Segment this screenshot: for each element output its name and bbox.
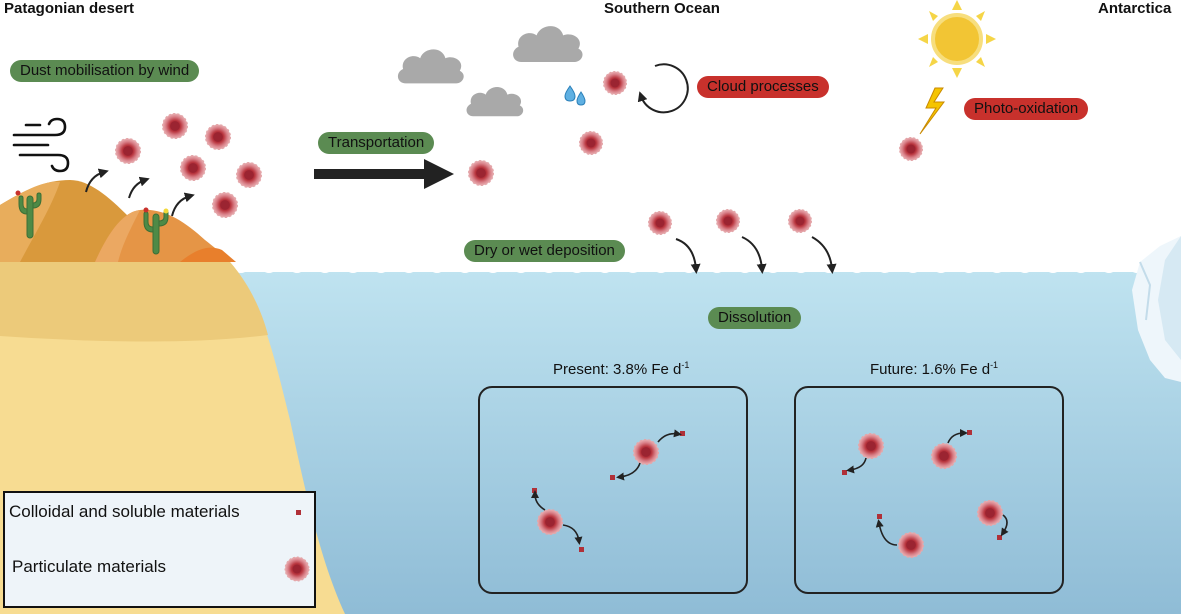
region-antarctica: Antarctica: [1098, 0, 1172, 17]
region-southern-ocean: Southern Ocean: [604, 0, 720, 17]
cycle-arrow-icon: [637, 63, 689, 114]
future-panel-title: Future: 1.6% Fe d-1: [870, 360, 998, 378]
arrow-icon: [657, 429, 682, 443]
legend-particulate-icon: [284, 556, 310, 582]
present-panel-title: Present: 3.8% Fe d-1: [553, 360, 689, 378]
future-panel-contents: [842, 429, 1009, 558]
soluble-particle-icon: [680, 431, 685, 436]
legend-particulate-label: Particulate materials: [12, 557, 167, 576]
arrow-icon: [85, 168, 195, 217]
future-panel: [794, 386, 1064, 594]
process-dust-mobilisation: Dust mobilisation by wind: [10, 60, 200, 82]
legend: [3, 491, 316, 608]
soluble-particle-icon: [877, 514, 882, 519]
desert-land-shade: [0, 258, 268, 342]
soluble-particle-icon: [967, 430, 972, 435]
cactus-icon: [15, 190, 42, 239]
arrow-icon: [531, 490, 546, 511]
cactus-icon: [143, 207, 169, 255]
future-panel-unit-exponent: -1: [990, 360, 999, 370]
arrow-icon: [562, 524, 583, 545]
future-panel-label: Future: 1.6% Fe d: [870, 361, 991, 378]
soluble-particle-icon: [579, 547, 584, 552]
soluble-particle-icon: [997, 535, 1002, 540]
dune-front-dark: [180, 247, 236, 262]
sun-icon: [918, 0, 996, 78]
process-dissolution: Dissolution: [708, 307, 802, 329]
iceberg-icon: [1132, 236, 1181, 382]
present-panel-unit-exponent: -1: [681, 360, 690, 370]
sea-surface: [220, 267, 1181, 273]
present-panel-label: Present: 3.8% Fe d: [553, 361, 682, 378]
arrow-icon: [875, 519, 898, 546]
present-panel-contents: [531, 429, 685, 552]
process-transportation: Transportation: [318, 132, 435, 154]
region-patagonian-desert: Patagonian desert: [4, 0, 135, 17]
soluble-particle-icon: [610, 475, 615, 480]
soluble-particle-icon: [842, 470, 847, 475]
process-cloud: Cloud processes: [697, 76, 829, 98]
arrow-icon: [947, 429, 968, 444]
process-photo-oxidation: Photo-oxidation: [964, 98, 1089, 120]
arrow-icon: [1000, 514, 1009, 537]
arrow-icon: [846, 457, 867, 474]
process-deposition: Dry or wet deposition: [464, 240, 625, 262]
dune-front-light: [95, 210, 140, 262]
wind-icon: [12, 117, 70, 173]
legend-colloidal-label: Colloidal and soluble materials: [9, 502, 240, 521]
arrow-icon: [314, 159, 454, 189]
present-panel: [478, 386, 748, 594]
water-drops-icon: [564, 85, 586, 106]
legend-soluble-icon: [296, 510, 301, 515]
arrow-icon: [616, 462, 641, 481]
arrow-icon: [675, 236, 837, 274]
lightning-icon: [919, 87, 945, 135]
